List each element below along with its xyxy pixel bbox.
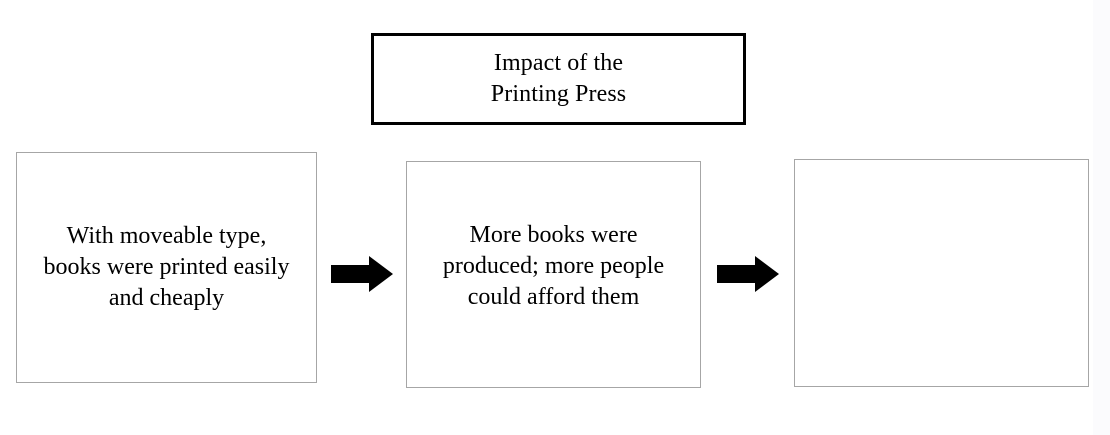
flow-box-2-line-1: More books were: [469, 222, 638, 248]
flow-box-1-line-3: and cheaply: [108, 285, 225, 311]
right-arrow-icon-1: [331, 256, 393, 292]
flow-box-2[interactable]: More books were produced; more people co…: [406, 161, 701, 388]
flow-box-1-text: With moveable type, books were printed e…: [34, 221, 300, 314]
flow-box-1-line-2: books were printed easily: [43, 254, 290, 280]
flow-box-2-text: More books were produced; more people co…: [433, 220, 674, 313]
flow-box-1[interactable]: With moveable type, books were printed e…: [16, 152, 317, 383]
title-line-2: Printing Press: [490, 81, 627, 107]
right-arrow-icon-2: [717, 256, 779, 292]
flow-box-2-line-2: produced; more people: [442, 253, 665, 279]
title-line-1: Impact of the: [493, 50, 624, 76]
page-edge-strip: [1093, 0, 1110, 435]
flow-box-3-blank[interactable]: [794, 159, 1089, 387]
flow-box-2-line-3: could afford them: [467, 284, 640, 310]
title-box: Impact of the Printing Press: [371, 33, 746, 125]
flow-box-1-line-1: With moveable type,: [66, 223, 267, 249]
